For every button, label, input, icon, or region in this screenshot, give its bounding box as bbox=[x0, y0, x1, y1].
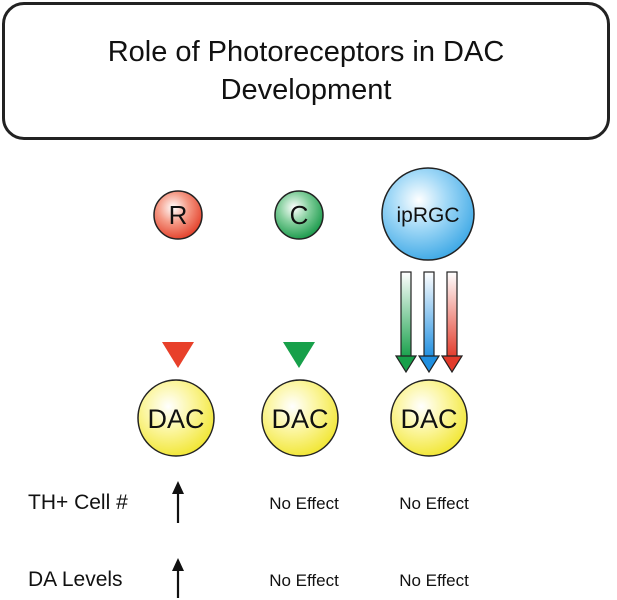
da-levels-cone-effect: No Effect bbox=[269, 571, 339, 590]
cone-label: C bbox=[290, 200, 309, 230]
cone-circle bbox=[274, 190, 324, 240]
title-line-1: Role of Photoreceptors in DAC bbox=[107, 36, 505, 68]
iprgc-circle bbox=[381, 167, 475, 261]
iprgc-blue-arrow bbox=[417, 271, 441, 374]
th-cell-up-arrow: ↑ bbox=[172, 481, 184, 523]
rod-label: R bbox=[169, 200, 188, 230]
dac-circle bbox=[390, 379, 468, 457]
dac-node-rod: DAC bbox=[137, 379, 215, 457]
cone-node: C bbox=[274, 190, 324, 240]
dac-node-iprgc: DAC bbox=[390, 379, 468, 457]
row-label-th-cell: TH+ Cell # bbox=[28, 491, 128, 514]
cone-arrow-head bbox=[283, 342, 315, 368]
dac-label: DAC bbox=[147, 404, 204, 434]
rod-arrow-head bbox=[162, 342, 194, 368]
title-box: Role of Photoreceptors in DAC Developmen… bbox=[2, 2, 610, 140]
rod-dashed-arrow bbox=[162, 252, 194, 368]
da-levels-iprgc-effect: No Effect bbox=[399, 571, 469, 590]
dac-label: DAC bbox=[400, 404, 457, 434]
rod-circle bbox=[153, 190, 203, 240]
rod-node: R bbox=[153, 190, 203, 240]
iprgc-label: ipRGC bbox=[396, 204, 459, 227]
dac-circle bbox=[137, 379, 215, 457]
title-line-2: Development bbox=[220, 74, 392, 106]
th-cell-cone-effect: No Effect bbox=[269, 494, 339, 513]
iprgc-red-arrow bbox=[440, 271, 464, 374]
dac-circle bbox=[261, 379, 339, 457]
cone-dashed-arrow bbox=[283, 252, 315, 368]
dac-node-cone: DAC bbox=[261, 379, 339, 457]
da-levels-up-arrow: ↑ bbox=[172, 558, 184, 598]
iprgc-green-arrow bbox=[394, 271, 418, 374]
iprgc-node: ipRGC bbox=[381, 167, 475, 261]
th-cell-iprgc-effect: No Effect bbox=[399, 494, 469, 513]
iprgc-arrows bbox=[394, 271, 464, 374]
row-label-da-levels: DA Levels bbox=[28, 568, 123, 591]
dac-label: DAC bbox=[271, 404, 328, 434]
